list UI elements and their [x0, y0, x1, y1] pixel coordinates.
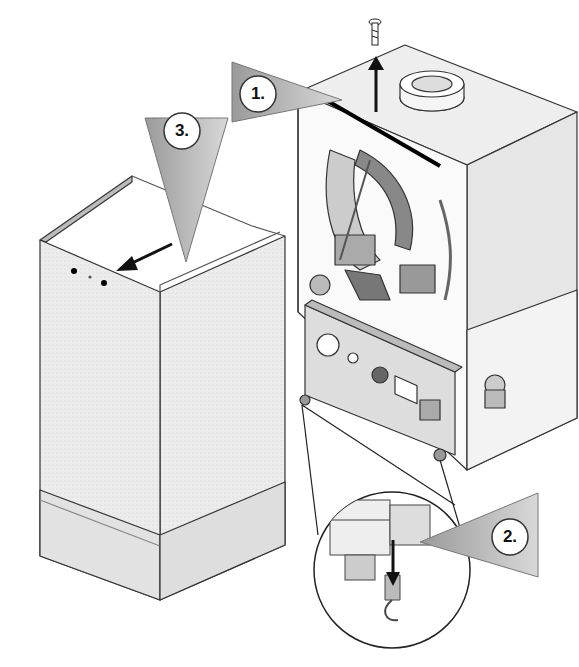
callout-number: 2.	[492, 519, 528, 555]
screw	[369, 19, 381, 45]
arrow	[375, 66, 378, 112]
callout-number: 3.	[164, 113, 200, 149]
boiler-body	[298, 45, 577, 470]
screw-hole	[101, 280, 107, 286]
callout-pointer	[232, 62, 342, 122]
callout-pointer	[420, 493, 538, 577]
screw-hole	[71, 268, 77, 274]
callout-number: 1.	[240, 76, 276, 112]
detail-circle	[314, 492, 470, 648]
edge-marker	[326, 100, 440, 166]
arrow	[128, 244, 172, 265]
front-cover	[40, 176, 285, 600]
